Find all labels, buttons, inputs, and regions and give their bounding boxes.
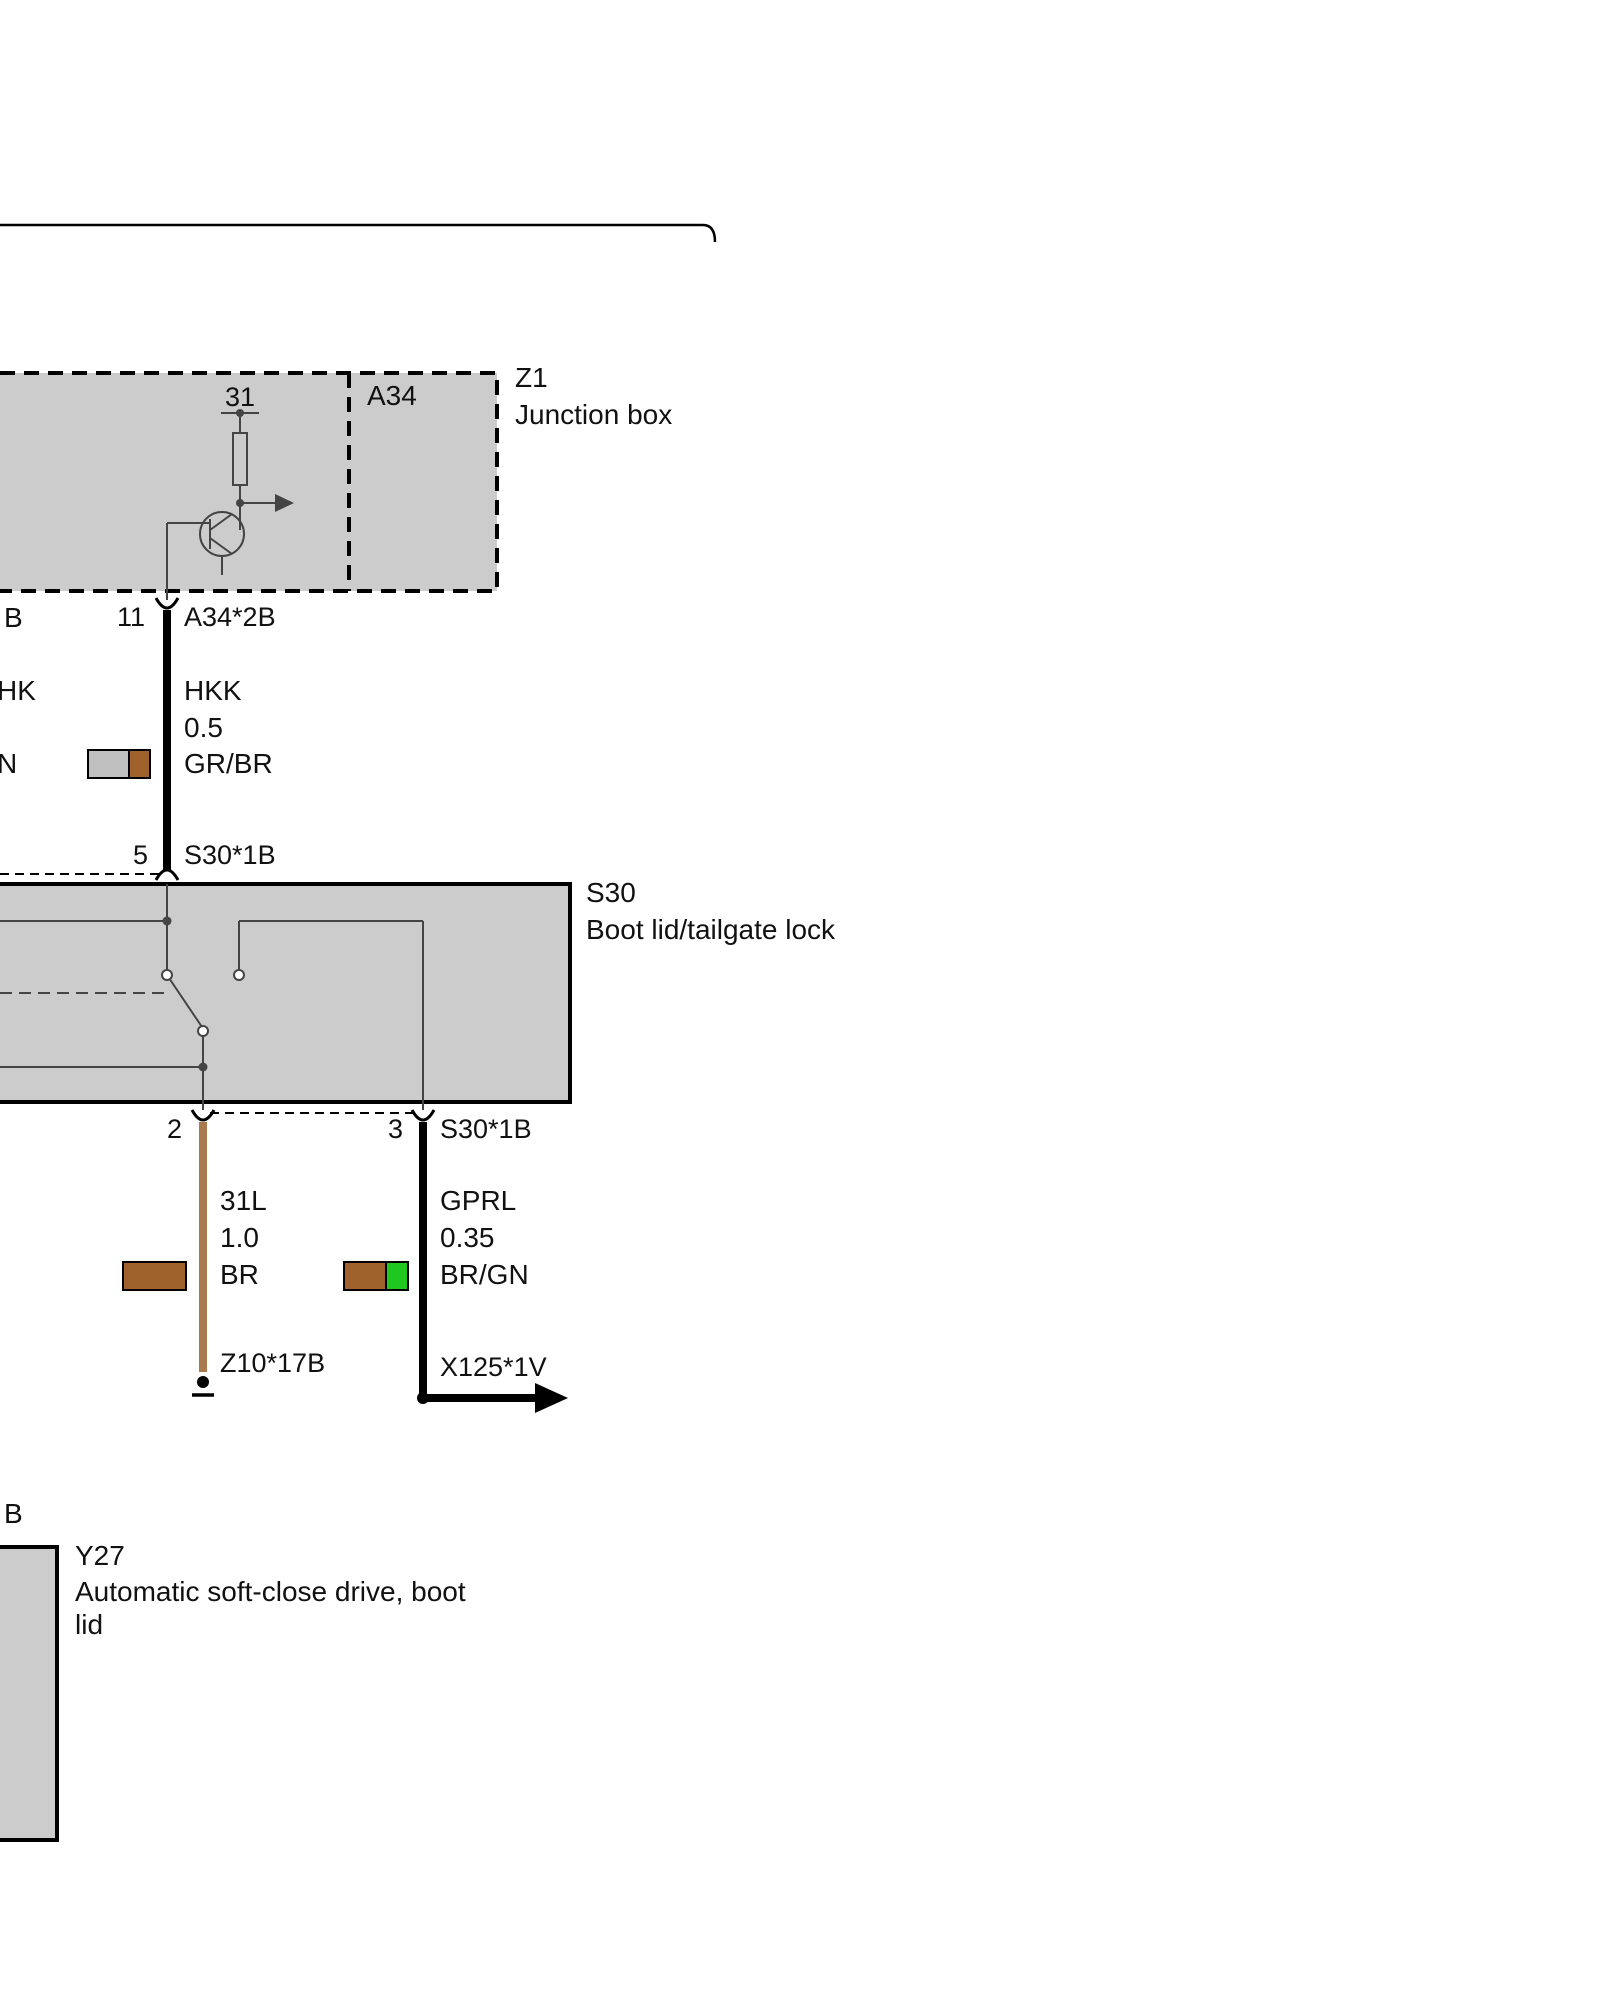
s30-name: Boot lid/tailgate lock [586,914,836,945]
wire-31l-signal: 31L [220,1185,267,1216]
a34-label: A34 [367,380,417,411]
connector-x125-1v: X125*1V [440,1352,547,1382]
pin-2: 2 [167,1114,182,1144]
boot-lid-lock-s30 [0,882,572,1110]
wire-hkk: 11 A34*2B HKK 0.5 GR/BR 5 S30*1B [87,597,276,881]
pin-11: 11 [117,602,145,632]
wire-gprl: 3 S30*1B GPRL 0.35 BR/GN X125*1V [343,1109,568,1413]
z1-id: Z1 [515,362,548,393]
continuation-arrow-icon [535,1383,568,1413]
wire-gprl-color-code: BR/GN [440,1259,529,1290]
connector-a34-2b: A34*2B [184,602,276,632]
partial-label-hk: HK [0,675,36,706]
junction-box-z1: A34 31 [0,371,499,600]
wire-gprl-color-swatch [343,1261,409,1291]
y27-name-line1: Automatic soft-close drive, boot [75,1576,466,1607]
wire-31l-size: 1.0 [220,1222,259,1253]
soft-close-drive-y27 [0,1545,59,1842]
connector-s30-1b-top: S30*1B [184,840,276,870]
wire-hkk-size: 0.5 [184,712,223,743]
ground-31-label: 31 [225,382,255,412]
wire-gprl-signal: GPRL [440,1185,516,1216]
pin-5: 5 [133,840,148,870]
group-bracket [0,223,717,243]
wire-31l-color-swatch [122,1261,187,1291]
wire-gprl-size: 0.35 [440,1222,495,1253]
partial-label-b-bottom: B [4,1498,23,1529]
y27-id: Y27 [75,1540,125,1571]
wire-31l: 2 31L 1.0 BR Z10*17B [122,1109,325,1397]
pin-3: 3 [388,1114,403,1144]
transistor-circuit: 31 [166,382,275,600]
connector-s30-1b-bottom-symbol [410,1109,436,1122]
connector-z10-17b: Z10*17B [220,1348,325,1378]
y27-name-line2: lid [75,1609,103,1640]
partial-label-b-top: B [4,602,23,633]
wire-hkk-signal: HKK [184,675,242,706]
z1-name: Junction box [515,399,672,430]
connector-s30-1b-bottom: S30*1B [440,1114,532,1144]
wire-hkk-color-swatch [87,749,151,779]
s30-id: S30 [586,877,636,908]
connector-pin-2-symbol [190,1109,216,1122]
output-arrow-icon [275,494,294,512]
ground-point-icon [197,1376,209,1388]
wire-hkk-color-code: GR/BR [184,748,273,779]
wire-31l-color-code: BR [220,1259,259,1290]
connector-a34-2b-symbol [154,597,180,610]
junction-box-body [0,373,497,591]
junction-box-border [0,371,499,593]
partial-label-n: N [0,748,17,779]
y27-body [0,1545,59,1842]
connector-s30-1b-top-symbol [154,868,180,881]
